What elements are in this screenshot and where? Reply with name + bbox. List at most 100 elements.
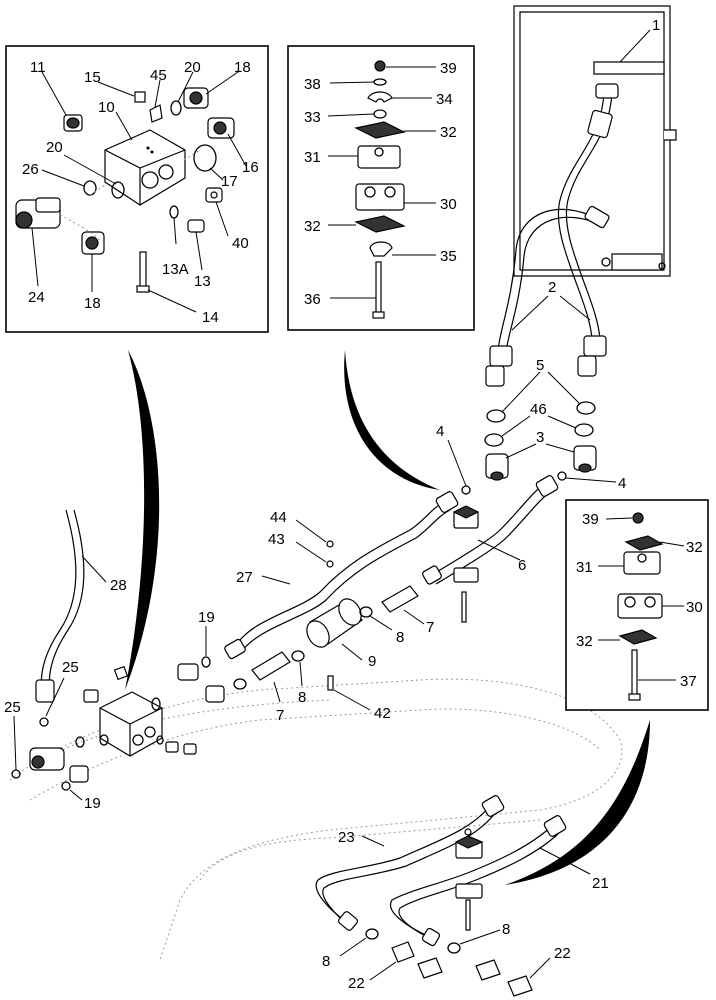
callout-17: 17: [221, 173, 238, 190]
bracket-45-part: [149, 104, 163, 123]
fitting-18-bottom-part: [81, 231, 105, 255]
elbow-adapters-3-part: [485, 445, 597, 481]
frame-outline: [9, 678, 623, 961]
callout-22: 22: [348, 975, 365, 992]
leader-2a: [511, 295, 549, 331]
clamp-assembly-lower: [454, 828, 484, 931]
inset-clamp-lower-leaders: [598, 517, 685, 681]
callout-16: 16: [242, 159, 259, 176]
leader-8b: [299, 661, 303, 687]
cooler-hoses-part: [485, 83, 619, 387]
callout-33: 33: [304, 109, 321, 126]
leader-22b: [529, 957, 551, 979]
callout-4-right: 4: [618, 475, 626, 492]
hose-clamp-8-upper: [359, 606, 373, 618]
valve-block-part: [104, 129, 186, 206]
bolt-44-part: [326, 540, 334, 548]
leader-21: [539, 847, 591, 875]
callout-28: 28: [110, 577, 127, 594]
bolt-36-part: [372, 261, 385, 319]
cover-plate-32-lower-bottom: [618, 629, 658, 645]
indicator-swoosh-left: [125, 350, 160, 690]
callout-43: 43: [268, 531, 285, 548]
leader-44: [295, 519, 327, 543]
sleeve-7-lower-part: [251, 651, 291, 681]
callout-31-lower: 31: [576, 559, 593, 576]
leader-19-lower: [69, 789, 83, 801]
lower-valve-block-part: [29, 665, 197, 783]
callout-22-right: 22: [554, 945, 571, 962]
callout-13a: 13A: [162, 261, 189, 278]
clamp-half-31-part: [357, 145, 401, 169]
clip-34-part: [367, 91, 393, 103]
leader-2b: [559, 295, 591, 321]
callout-18-bottom: 18: [84, 295, 101, 312]
callout-35: 35: [440, 248, 457, 265]
leaders-3-4-5-46: [447, 371, 617, 487]
clip-35-part: [369, 241, 393, 257]
leader-28: [81, 555, 107, 583]
indicator-swoosh-bottom-right: [505, 720, 650, 885]
callout-30-lower: 30: [686, 599, 703, 616]
callout-25: 25: [62, 659, 79, 676]
callout-27: 27: [236, 569, 253, 586]
callout-46: 46: [530, 401, 547, 418]
tube-23-part: [315, 795, 505, 931]
callout-39: 39: [440, 60, 457, 77]
washers-46-part: [484, 423, 594, 447]
leader-25-lower: [13, 715, 17, 771]
callout-10: 10: [98, 99, 115, 116]
leader-8d: [459, 929, 501, 945]
callout-7: 7: [426, 619, 434, 636]
tube-6-part: [422, 475, 559, 585]
callout-38: 38: [304, 76, 321, 93]
tube-21-part: [389, 815, 567, 947]
o-ring-25-upper: [39, 717, 49, 727]
callout-20: 20: [184, 59, 201, 76]
inset-valve-block: 11 15 45 20 18 10 16 17 40 20 26 24 18 1…: [5, 45, 269, 333]
clamp-half-30-lower-part: [617, 593, 663, 619]
callout-13: 13: [194, 273, 211, 290]
callout-45: 45: [150, 67, 167, 84]
callout-39-lower: 39: [582, 511, 599, 528]
swivel-fitting-24-part: [15, 197, 61, 229]
callout-5: 5: [536, 357, 544, 374]
callout-15: 15: [84, 69, 101, 86]
o-ring-20-left: [111, 181, 125, 199]
leader-7b: [273, 681, 281, 703]
washer-43-part: [326, 560, 334, 568]
o-ring-4-right: [557, 471, 567, 481]
leader-6: [477, 539, 521, 561]
o-ring-20-top: [170, 100, 182, 116]
callout-8-bottom-right: 8: [502, 921, 510, 938]
callout-36: 36: [304, 291, 321, 308]
o-ring-17: [193, 144, 217, 172]
clamp-assembly-upper: [452, 505, 480, 623]
hose-28-part: [35, 509, 85, 703]
callout-23: 23: [338, 829, 355, 846]
callout-3: 3: [536, 429, 544, 446]
callout-20-left: 20: [46, 139, 63, 156]
callout-34: 34: [436, 91, 453, 108]
inset-valve-block-leaders: [31, 71, 247, 313]
hose-clamp-8-bottom-left: [365, 928, 379, 940]
nut-15-part: [134, 91, 146, 103]
callout-32: 32: [440, 124, 457, 141]
callout-42: 42: [374, 705, 391, 722]
callout-7-lower: 7: [276, 707, 284, 724]
leader-7a: [403, 609, 425, 625]
callout-6: 6: [518, 557, 526, 574]
bolt-37-part: [628, 649, 641, 701]
callout-1: 1: [652, 17, 660, 34]
callout-44: 44: [270, 509, 287, 526]
callout-4: 4: [436, 423, 444, 440]
callout-25-lower: 25: [4, 699, 21, 716]
callout-8: 8: [396, 629, 404, 646]
o-ring-25-lower: [11, 769, 21, 779]
fittings-19-group: [177, 656, 247, 703]
o-ring-4-left: [461, 485, 471, 495]
leader-8c: [339, 937, 367, 957]
o-ring-19-lower: [61, 781, 71, 791]
spacer-33-part: [373, 109, 387, 119]
